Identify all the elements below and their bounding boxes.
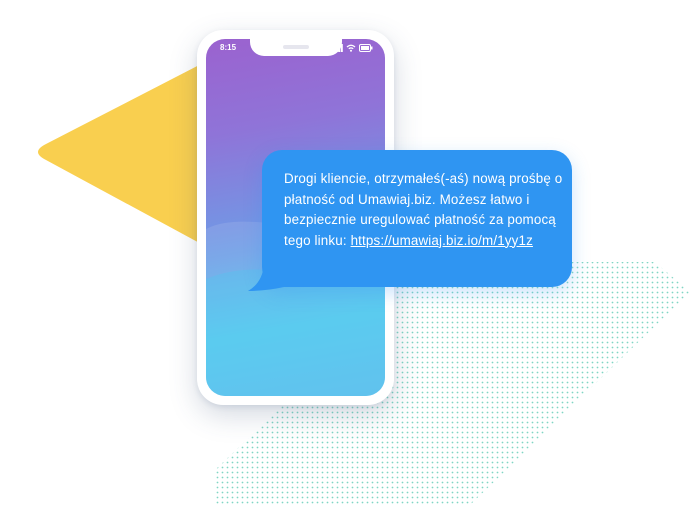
message-body: Drogi kliencie, otrzymałeś(-aś) nową pro… [284, 171, 563, 248]
wifi-icon [346, 44, 356, 52]
phone-notch [249, 39, 342, 56]
battery-icon [359, 43, 373, 52]
status-icons [333, 43, 373, 52]
message-text: Drogi kliencie, otrzymałeś(-aś) nową pro… [284, 169, 569, 251]
bubble-tail [248, 265, 284, 291]
signal-icon [333, 43, 343, 52]
status-time: 8:15 [220, 43, 237, 52]
speaker-grille [282, 45, 309, 49]
sms-message-bubble: Drogi kliencie, otrzymałeś(-aś) nową pro… [248, 150, 572, 291]
payment-link[interactable]: https://umawiaj.biz.io/m/1yy1z [350, 232, 533, 248]
